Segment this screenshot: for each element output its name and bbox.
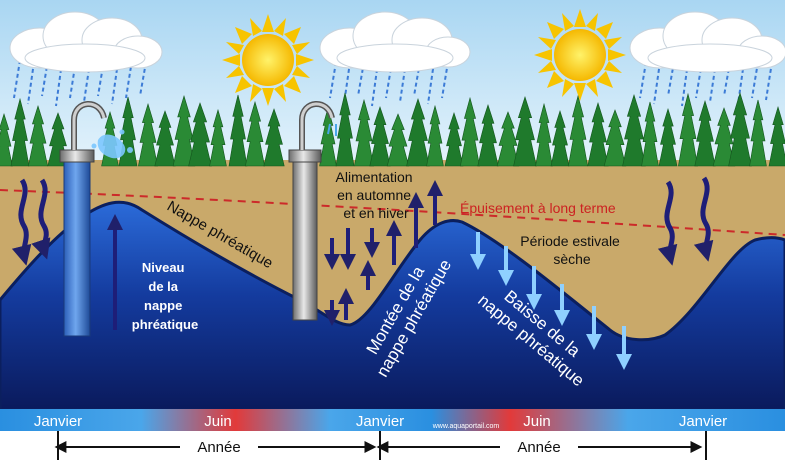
- tree-icon: [0, 112, 13, 167]
- tree-icon: [10, 97, 30, 167]
- tree-icon: [369, 106, 391, 167]
- tree-icon: [0, 91, 785, 167]
- infiltration-arrows: [11, 176, 714, 266]
- alimentation-line-1: Alimentation: [336, 169, 413, 185]
- month-janvier-2: Janvier: [356, 413, 404, 430]
- recharge-arrows: [107, 180, 443, 330]
- tree-icon: [513, 96, 537, 167]
- tree-icon: [354, 98, 374, 167]
- tree-icon: [263, 108, 285, 167]
- sun-icon: [534, 9, 626, 101]
- cloud-rain-icon: [629, 11, 785, 107]
- year-label-2: Année: [517, 439, 560, 456]
- tree-icon: [319, 106, 337, 167]
- tree-icon: [386, 113, 410, 167]
- month-janvier-3: Janvier: [679, 413, 727, 430]
- month-juin-2: Juin: [523, 413, 551, 430]
- tree-icon: [28, 104, 48, 167]
- tree-icon: [444, 112, 464, 167]
- niveau-line-3: nappe: [144, 298, 182, 313]
- alimentation-line-3: et en hiver: [343, 205, 409, 221]
- tree-icon: [587, 102, 609, 167]
- month-juin-1: Juin: [204, 413, 232, 430]
- tree-icon: [550, 110, 570, 167]
- month-janvier-1: Janvier: [34, 413, 82, 430]
- cloud-rain-icon: [319, 11, 471, 107]
- decline-arrows: [470, 232, 632, 370]
- tree-icon: [678, 92, 698, 167]
- timeline-bar: [0, 409, 785, 431]
- watermark: www.aquaportail.com: [432, 423, 500, 430]
- tree-icon: [172, 94, 196, 167]
- tree-icon: [188, 102, 212, 167]
- tree-icon: [209, 108, 227, 167]
- cloud-rain-icon: [9, 11, 163, 107]
- tree-icon: [568, 94, 588, 167]
- tree-icon: [335, 92, 355, 167]
- tree-icon: [768, 105, 785, 167]
- year-bracket-1: Année: [54, 431, 381, 460]
- niveau-line-4: phréatique: [132, 317, 198, 332]
- tree-icon: [622, 93, 646, 167]
- tree-icon: [728, 91, 752, 167]
- tree-icon: [406, 98, 430, 167]
- alimentation-label: Alimentation en automne et en hiver: [336, 169, 417, 221]
- tree-icon: [460, 96, 480, 167]
- periode-label: Période estivale sèche: [520, 233, 624, 267]
- water-table: [0, 200, 785, 412]
- periode-line-2: sèche: [553, 251, 591, 267]
- year-bracket-2: Année: [376, 431, 707, 460]
- tree-icon: [712, 107, 736, 167]
- tree-icon: [641, 101, 659, 167]
- epuisement-label: Épuisement à long terme: [460, 200, 616, 216]
- tree-icon: [154, 110, 176, 167]
- niveau-label: Niveau de la nappe phréatique: [132, 260, 198, 332]
- sun-icon: [222, 14, 314, 106]
- well-pump-icon: [59, 101, 133, 337]
- periode-line-1: Période estivale: [520, 233, 620, 249]
- tree-icon: [138, 102, 158, 167]
- tree-icon: [496, 111, 520, 167]
- tree-icon: [426, 104, 444, 167]
- tree-icon: [245, 100, 265, 167]
- tree-icon: [477, 104, 499, 167]
- niveau-line-1: Niveau: [142, 260, 185, 275]
- tree-icon: [535, 102, 553, 167]
- alimentation-line-2: en automne: [337, 187, 411, 203]
- niveau-line-2: de la: [148, 279, 178, 294]
- tree-icon: [749, 99, 767, 167]
- tree-icon: [228, 94, 248, 167]
- year-label-1: Année: [197, 439, 240, 456]
- well-pump-icon: [288, 101, 337, 321]
- tree-icon: [694, 99, 716, 167]
- tree-icon: [658, 107, 678, 167]
- tree-icon: [603, 109, 627, 167]
